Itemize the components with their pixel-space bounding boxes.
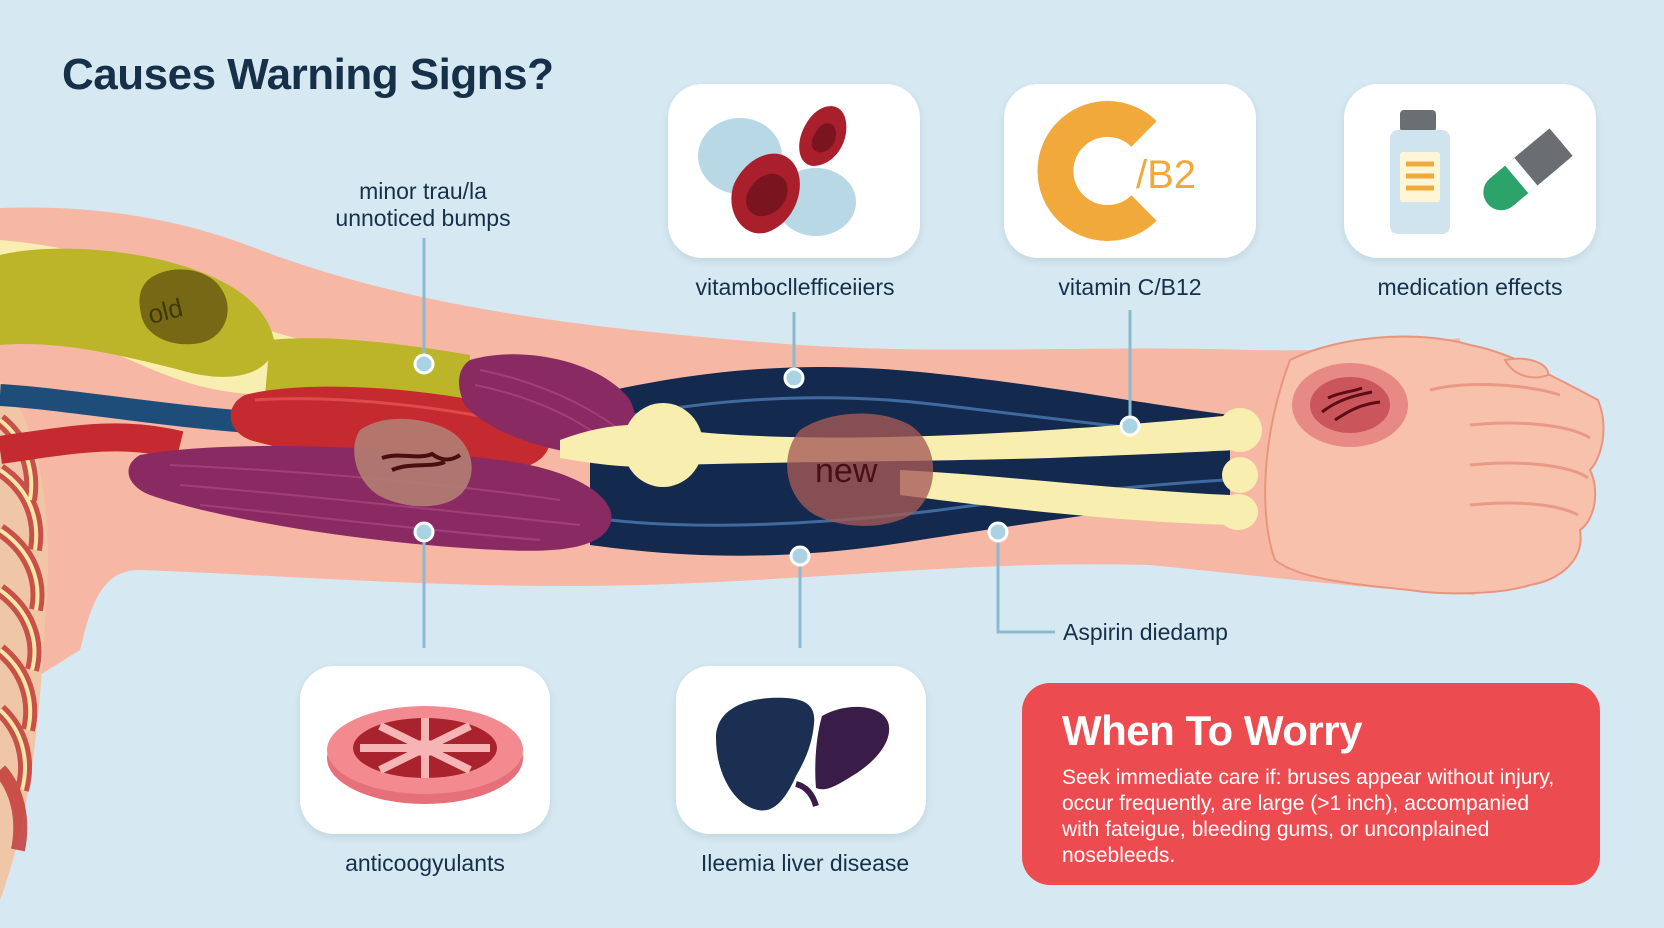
blood-vessel-cross-section-icon [327, 706, 523, 804]
liver-icon [716, 697, 890, 811]
liver-card [676, 666, 926, 834]
vitamin-c-icon: /B2 [1037, 101, 1196, 241]
when-to-worry-body: Seek immediate care if: bruses appear wi… [1062, 766, 1555, 867]
blood-cells-icon [698, 106, 856, 236]
minor-trauma-line-2: unnoticed bumps [335, 205, 511, 231]
medication-card [1344, 84, 1596, 258]
vitamin-card: /B2 [1004, 84, 1256, 258]
medication-effects-label: medication effects [1377, 274, 1563, 300]
vitamin-suffix: /B2 [1136, 153, 1196, 197]
ulna-bone [900, 470, 1232, 525]
new-bruise [787, 413, 934, 526]
new-bruise-label: new [815, 452, 878, 490]
when-to-worry-box: When To Worry Seek immediate care if: br… [1022, 683, 1600, 885]
vitamin-deficiencies-label: vitambocllefficeiiers [695, 274, 895, 300]
when-to-worry-title: When To Worry [1062, 707, 1362, 754]
bruise-upper [354, 418, 472, 507]
medicine-bottle-and-capsule-icon [1390, 110, 1573, 234]
aspirin-label: Aspirin diedamp [1063, 619, 1228, 645]
liver-disease-label: Ileemia liver disease [700, 850, 910, 876]
page-title: Causes Warning Signs? [62, 50, 554, 99]
anticoagulants-card [300, 666, 550, 834]
minor-trauma-line-1: minor trau/la [359, 178, 487, 204]
old-bruise [139, 269, 228, 345]
purple-muscle-lower [128, 445, 612, 551]
blood-cells-card [668, 84, 920, 258]
vitamin-c-b12-label: vitamin C/B12 [1058, 274, 1202, 300]
minor-trauma-label: minor trau/la unnoticed bumps [306, 178, 540, 232]
anticoagulants-label: anticoogyulants [345, 850, 505, 876]
